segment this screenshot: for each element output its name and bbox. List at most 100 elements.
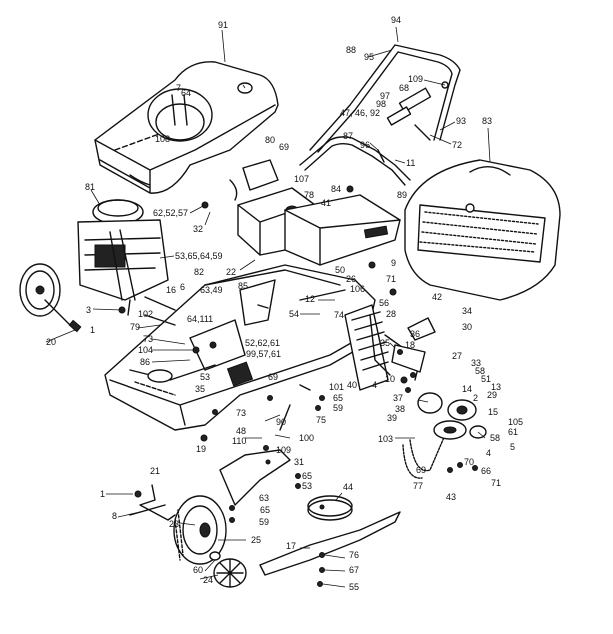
deck-side-plate <box>284 194 401 266</box>
part-label: 52,62,61 <box>245 338 280 348</box>
part-label: 43 <box>446 492 456 502</box>
part-label: 18 <box>405 340 415 350</box>
mower-deck <box>104 264 376 431</box>
small-wheel-left <box>19 263 82 333</box>
part-label: 12 <box>305 294 315 304</box>
part-label: 5 <box>510 442 515 452</box>
part-label: 36 <box>410 329 420 339</box>
rear-grass-bag <box>404 159 561 301</box>
part-label: 42 <box>432 292 442 302</box>
part-label: 31 <box>294 457 304 467</box>
part-label: 4 <box>372 380 377 390</box>
part-label: 38 <box>395 404 405 414</box>
part-labels: 91 7 64 108 94 95 88 109 68 97 98 47, 46… <box>46 15 523 592</box>
part-label: 65 <box>333 393 343 403</box>
part-label: 72 <box>452 140 462 150</box>
part-label: 32 <box>193 224 203 234</box>
part-label: 66 <box>481 466 491 476</box>
part-label: 53,65,64,59 <box>175 251 223 261</box>
part-label: 65 <box>260 505 270 515</box>
part-label: 78 <box>304 190 314 200</box>
part-label: 26 <box>346 274 356 284</box>
part-label: 19 <box>196 444 206 454</box>
part-label: 68 <box>399 83 409 93</box>
part-label: 11 <box>406 158 415 168</box>
part-label: 109 <box>408 74 423 84</box>
part-label: 98 <box>376 99 386 109</box>
part-label: 101 <box>329 382 344 392</box>
part-label: 76 <box>349 550 359 560</box>
part-label: 64,111 <box>187 314 213 324</box>
part-label: 59 <box>333 403 343 413</box>
part-label: 82 <box>194 267 204 277</box>
part-label: 109 <box>276 445 291 455</box>
part-label: 35 <box>380 338 390 348</box>
part-label: 60 <box>193 565 203 575</box>
part-label: 35 <box>195 384 205 394</box>
part-label: 81 <box>85 182 95 192</box>
part-label: 58 <box>475 366 485 376</box>
part-label: 2 <box>473 393 478 403</box>
part-label: 39 <box>387 413 397 423</box>
part-label: 47, 46, 92 <box>340 108 380 118</box>
part-label: 102 <box>138 309 153 319</box>
part-label: 71 <box>491 478 501 488</box>
part-label: 71 <box>386 274 396 284</box>
part-label: 73 <box>236 408 246 418</box>
part-label: 88 <box>346 45 356 55</box>
engine <box>77 199 169 316</box>
part-label: 10 <box>385 374 395 384</box>
part-label: 74 <box>334 310 344 320</box>
part-label: 91 <box>218 20 228 30</box>
part-label: 65 <box>302 471 312 481</box>
part-label: 80 <box>265 135 275 145</box>
part-label: 64 <box>181 88 191 98</box>
part-label: 97 <box>380 91 390 101</box>
part-label: 73 <box>143 334 153 344</box>
part-label: 79 <box>130 322 140 332</box>
cutting-blade <box>259 495 401 576</box>
part-label: 69 <box>416 465 426 475</box>
part-label: 104 <box>138 345 153 355</box>
part-label: 75 <box>316 415 326 425</box>
leader-lines <box>45 26 491 588</box>
part-label: 67 <box>349 565 359 575</box>
part-label: 70 <box>464 457 474 467</box>
part-label: 59 <box>259 517 269 527</box>
part-label: 69 <box>279 142 289 152</box>
part-label: 100 <box>299 433 314 443</box>
part-label: 40 <box>347 380 357 390</box>
part-label: 93 <box>456 116 466 126</box>
part-label: 96 <box>360 140 370 150</box>
part-label: 108 <box>155 134 170 144</box>
part-label: 84 <box>331 184 341 194</box>
part-label: 107 <box>294 174 309 184</box>
part-label: 53 <box>200 372 210 382</box>
part-label: 83 <box>482 116 492 126</box>
part-label: 34 <box>462 306 472 316</box>
part-label: 63,49 <box>200 285 223 295</box>
part-label: 56 <box>379 298 389 308</box>
part-label: 7 <box>176 83 181 93</box>
part-label: 55 <box>349 582 359 592</box>
part-label: 86 <box>140 357 150 367</box>
part-label: 41 <box>321 198 331 208</box>
part-label: 3 <box>86 305 91 315</box>
part-label: 33 <box>471 358 481 368</box>
part-label: 54 <box>289 309 299 319</box>
part-label: 14 <box>462 384 472 394</box>
wheel-bracket <box>129 484 176 521</box>
hardware <box>118 185 478 587</box>
part-label: 21 <box>150 466 160 476</box>
chain-drive <box>402 392 487 479</box>
part-label: 53 <box>302 481 312 491</box>
part-label: 94 <box>391 15 401 25</box>
part-label: 17 <box>286 541 296 551</box>
part-label: 77 <box>413 481 423 491</box>
handle-assembly <box>299 44 461 186</box>
part-label: 27 <box>452 351 462 361</box>
front-bracket <box>219 449 291 506</box>
part-label: 58 <box>490 433 500 443</box>
part-label: 4 <box>486 448 491 458</box>
